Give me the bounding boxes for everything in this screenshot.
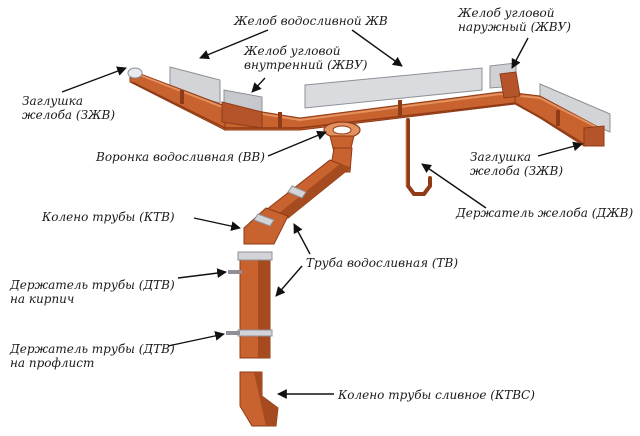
label-pipe-holder-profile-line1: Держатель трубы (ДТВ) <box>10 342 175 356</box>
arrow-end-cap-right <box>537 141 583 157</box>
label-inner-corner: Желоб угловой внутренний (ЖВУ) <box>244 44 367 72</box>
gutter-holder-piece <box>405 118 432 196</box>
gutter-back-wall-left <box>169 66 221 104</box>
gutter-holder-hook <box>406 118 432 196</box>
label-pipe-holder-profile-line2: на профлист <box>10 356 95 370</box>
label-inner-corner-line1: Желоб угловой <box>244 44 341 58</box>
pipe-holder-profile <box>226 331 240 335</box>
arrow-gutter-right <box>351 29 403 67</box>
label-pipe-holder-profile: Держатель трубы (ДТВ) на профлист <box>10 342 175 370</box>
arrow-gutter-left <box>199 29 269 60</box>
downpipe-assembly <box>226 147 353 427</box>
label-end-cap-right: Заглушка желоба (ЗЖВ) <box>470 150 563 178</box>
label-outer-corner-line1: Желоб угловой <box>458 6 555 20</box>
label-end-cap-left-line2: желоба (ЗЖВ) <box>22 108 116 122</box>
inner-corner-piece <box>221 101 263 129</box>
callout-arrows <box>61 29 583 399</box>
label-end-cap-right-line1: Заглушка <box>470 150 531 164</box>
label-inner-corner-line2: внутренний (ЖВУ) <box>244 58 368 72</box>
arrow-holder-brick <box>177 268 227 279</box>
gutter-bracket <box>180 90 184 104</box>
label-funnel: Воронка водосливная (ВВ) <box>96 150 265 164</box>
label-elbow: Колено трубы (КТВ) <box>42 210 175 224</box>
arrow-elbow <box>193 217 241 231</box>
label-gutter: Желоб водосливной ЖВ <box>234 14 388 28</box>
diagonal-pipe-shade <box>278 164 350 218</box>
outer-corner-piece <box>499 71 521 99</box>
label-end-cap-right-line2: желоба (ЗЖВ) <box>470 164 564 178</box>
gutter-assembly <box>127 62 611 147</box>
arrow-holder-profile <box>167 331 225 347</box>
arrow-outer-corner <box>511 37 529 69</box>
arrow-pipe-diagonal <box>293 223 311 255</box>
lower-elbow-clamp <box>253 213 275 227</box>
diagonal-pipe-clamp <box>287 185 307 199</box>
drain-elbow-shade <box>254 372 278 426</box>
label-end-cap-left-line1: Заглушка <box>22 94 83 108</box>
label-outer-corner-line2: наружный (ЖВУ) <box>458 20 571 34</box>
arrow-pipe-vertical <box>275 265 303 297</box>
arrow-end-cap-left <box>61 66 127 93</box>
label-pipe-holder-brick: Держатель трубы (ДТВ) на кирпич <box>10 278 175 306</box>
lower-elbow <box>243 207 289 245</box>
label-end-cap-left: Заглушка желоба (ЗЖВ) <box>22 94 115 122</box>
gutter-bracket <box>398 100 402 116</box>
arrow-inner-corner <box>251 77 266 93</box>
end-cap-right <box>583 125 605 147</box>
arrow-gutter-holder <box>421 163 487 209</box>
vertical-pipe-top-clamp <box>237 251 273 261</box>
vertical-pipe-shade <box>258 256 270 358</box>
label-pipe-holder-brick-line2: на кирпич <box>10 292 75 306</box>
arrow-funnel <box>267 130 327 157</box>
label-pipe-holder-brick-line1: Держатель трубы (ДТВ) <box>10 278 175 292</box>
pipe-holder-brick <box>228 270 242 274</box>
pipe-holder-profile-clamp <box>237 329 273 337</box>
label-pipe: Труба водосливная (ТВ) <box>306 256 459 270</box>
label-outer-corner: Желоб угловой наружный (ЖВУ) <box>458 6 571 34</box>
gutter-bracket <box>556 110 560 126</box>
label-gutter-holder: Держатель желоба (ДЖВ) <box>456 206 634 220</box>
gutter-bracket <box>278 112 282 128</box>
label-drain-elbow: Колено трубы сливное (КТВС) <box>338 388 535 402</box>
gutter-underside-shade <box>131 81 585 145</box>
funnel-opening <box>332 125 352 135</box>
end-cap-left <box>127 67 143 79</box>
gutter-back-wall-main <box>304 67 483 109</box>
